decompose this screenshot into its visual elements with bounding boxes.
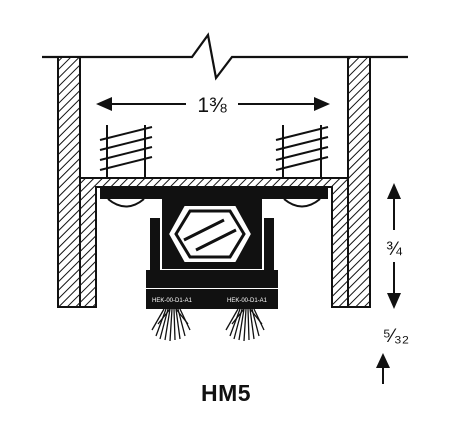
fastener-left: [99, 125, 153, 177]
clearance-arrow: [376, 353, 390, 384]
head-break-line: [42, 32, 408, 81]
model-title: HM5: [200, 380, 252, 406]
screw-head-right: [283, 198, 321, 208]
door-panel: [79, 177, 349, 308]
brush-carrier: [146, 289, 278, 309]
brush-label-right: HEK-00-D1-A1: [227, 298, 268, 304]
right-jamb: [347, 56, 371, 308]
brush-bristles-left: [151, 308, 191, 342]
brush-label-left: HEK-00-D1-A1: [152, 298, 193, 304]
sweep-body: [146, 199, 278, 288]
height-dimension: [387, 183, 401, 309]
left-jamb: [57, 56, 81, 308]
clearance-dimension-label: ⁵⁄₃₂: [383, 326, 409, 347]
width-dimension: [96, 97, 330, 111]
width-dimension-label: 1⅜: [197, 94, 227, 117]
screw-head-left: [107, 198, 145, 208]
fastener-right: [275, 125, 329, 177]
height-dimension-label: ¾: [386, 239, 403, 260]
brush-bristles-right: [225, 308, 265, 342]
mounting-flange: [100, 188, 328, 199]
